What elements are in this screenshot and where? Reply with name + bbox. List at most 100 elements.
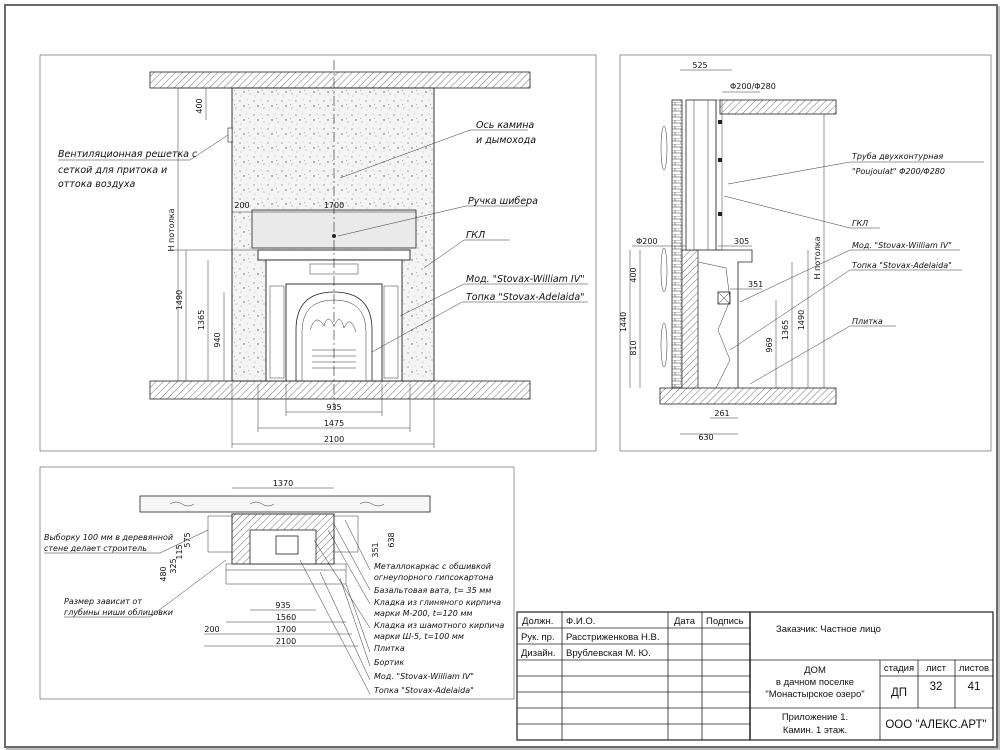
side-dim-305: 305 <box>734 237 749 246</box>
plan-label-clay-brick-2: марки М-200, t=120 мм <box>374 609 472 618</box>
tb-sheet: 32 <box>930 681 943 693</box>
tb-col-date: Дата <box>674 616 696 627</box>
tb-appendix-2: Камин. 1 этаж. <box>783 725 847 736</box>
dim-1475: 1475 <box>324 419 344 428</box>
side-insert-profile <box>697 261 731 389</box>
label-model: Мод. "Stovax-William IV" <box>466 274 585 285</box>
tb-stage: ДП <box>891 687 907 699</box>
side-dim-261: 261 <box>714 409 729 418</box>
floor-slab <box>149 380 531 400</box>
plan-dim-935: 935 <box>275 601 290 610</box>
plan-dim-638: 638 <box>387 532 396 547</box>
plan-label-recess-2: стене делает строитель <box>44 544 147 553</box>
side-chimney-pipe <box>685 99 717 251</box>
label-axis: Ось камина <box>476 120 534 131</box>
tb-col-name: Ф.И.О. <box>566 616 595 627</box>
plan-dim-480: 480 <box>159 566 168 581</box>
dim-200: 200 <box>234 201 249 210</box>
plan-dim-325: 325 <box>169 558 178 573</box>
plan-label-recess: Выборку 100 мм в деревянной <box>44 533 173 542</box>
dim-935: 935 <box>326 403 341 412</box>
side-label-model: Мод. "Stovax-William IV" <box>852 241 952 250</box>
tb-project-1: ДОМ <box>804 665 826 676</box>
tb-col-sign: Подпись <box>706 616 744 627</box>
side-wall <box>671 99 683 389</box>
plan-dim-1370: 1370 <box>273 479 293 488</box>
label-vent-grille-2: сеткой для притока и <box>58 165 167 176</box>
side-view-panel <box>619 54 992 452</box>
side-label-pipe: Труба двухконтурная <box>852 152 943 161</box>
plan-wall <box>139 495 431 513</box>
side-dim-351: 351 <box>748 280 763 289</box>
vent-grille <box>227 127 233 143</box>
front-view: 400 Н потолка 1490 1365 940 200 1700 935… <box>58 60 588 448</box>
plan-label-clay-brick: Кладка из глиняного кирпича <box>374 598 501 607</box>
tb-customer: Заказчик: Частное лицо <box>776 624 881 635</box>
side-view: 525 Φ200/Φ280 Φ200 305 400 1440 810 351 … <box>619 61 984 442</box>
side-dim-969: 969 <box>765 337 774 352</box>
plan-dim-200: 200 <box>204 625 219 634</box>
dim-2100: 2100 <box>324 435 344 444</box>
tb-appendix-1: Приложение 1. <box>782 712 848 723</box>
tb-company: ООО "АЛЕКС.АРТ" <box>885 719 986 731</box>
damper-handle-knob <box>332 234 336 238</box>
tb-project-3: "Монастырское озеро" <box>765 689 864 700</box>
front-view-panel <box>39 54 597 452</box>
side-dim-400: 400 <box>629 267 638 282</box>
side-label-tile: Плитка <box>852 317 883 326</box>
tb-sheet-label: лист <box>926 663 947 674</box>
plan-label-frame-2: огнеупорного гипсокартона <box>374 573 493 582</box>
tb-col-role: Должн. <box>522 616 553 627</box>
right-pilaster <box>383 285 399 379</box>
side-dim-810: 810 <box>629 340 638 355</box>
plan-label-chamotte-2: марки Ш-5, t=100 мм <box>374 632 464 641</box>
label-gkl: ГКЛ <box>466 230 485 241</box>
title-block: Должн. Ф.И.О. Дата Подпись Рук. пр. Расс… <box>516 611 994 741</box>
plan-dim-351: 351 <box>371 542 380 557</box>
side-brick-lining <box>681 249 699 389</box>
ceiling-slab <box>149 71 531 89</box>
tb-row1-role: Рук. пр. <box>521 632 555 643</box>
plan-label-border: Бортик <box>374 658 404 667</box>
plan-view: 1370 575 115 325 480 351 638 935 1560 17… <box>44 479 504 695</box>
tb-sheets: 41 <box>968 681 981 693</box>
side-dim-1490: 1490 <box>797 310 806 330</box>
plan-firebox <box>249 529 317 565</box>
tb-row1-name: Расстриженкова Н.В. <box>566 632 660 643</box>
tb-row2-role: Дизайн. <box>521 648 556 659</box>
tb-row2-name: Врублевская М. Ю. <box>566 648 651 659</box>
dim-1700: 1700 <box>324 201 344 210</box>
side-dim-1365: 1365 <box>781 320 790 340</box>
plan-label-chamotte: Кладка из шамотного кирпича <box>374 621 504 630</box>
dim-1490: 1490 <box>175 290 184 310</box>
label-vent-grille-3: оттока воздуха <box>58 179 136 190</box>
side-dim-pipe-side: Φ200 <box>636 237 658 246</box>
side-dim-ceiling: Н потолка <box>813 236 822 279</box>
plan-label-firebox: Топка "Stovax-Adelaida" <box>374 686 474 695</box>
side-label-gkl: ГКЛ <box>852 219 868 228</box>
dim-ceiling-height: Н потолка <box>167 208 176 251</box>
plan-label-frame: Металлокаркас с обшивкой <box>374 562 491 571</box>
side-mantel-profile <box>716 249 753 388</box>
sheet-frame <box>4 4 998 748</box>
plan-portal <box>225 563 347 585</box>
plan-dim-115: 115 <box>175 544 184 559</box>
tb-stage-label: стадия <box>884 663 914 674</box>
side-label-firebox: Топка "Stovax-Adelaida" <box>852 261 952 270</box>
side-dim-630: 630 <box>698 433 713 442</box>
plan-label-model: Мод. "Stovax-William IV" <box>374 672 474 681</box>
tb-sheets-label: листов <box>959 663 989 674</box>
plan-label-basalt: Базальтовая вата, t= 35 мм <box>374 586 491 595</box>
plan-dim-2100: 2100 <box>276 637 296 646</box>
side-dim-pipe-top: Φ200/Φ280 <box>730 82 776 91</box>
label-axis-2: и дымохода <box>476 135 536 146</box>
plan-dim-1560: 1560 <box>276 613 296 622</box>
side-dim-525: 525 <box>692 61 707 70</box>
side-label-pipe-2: "Poujoulat" Φ200/Φ280 <box>852 167 945 176</box>
label-vent-grille: Вентиляционная решетка с <box>58 149 198 160</box>
dim-940: 940 <box>213 332 222 347</box>
plan-dim-1700: 1700 <box>276 625 296 634</box>
side-ceiling <box>719 99 837 115</box>
